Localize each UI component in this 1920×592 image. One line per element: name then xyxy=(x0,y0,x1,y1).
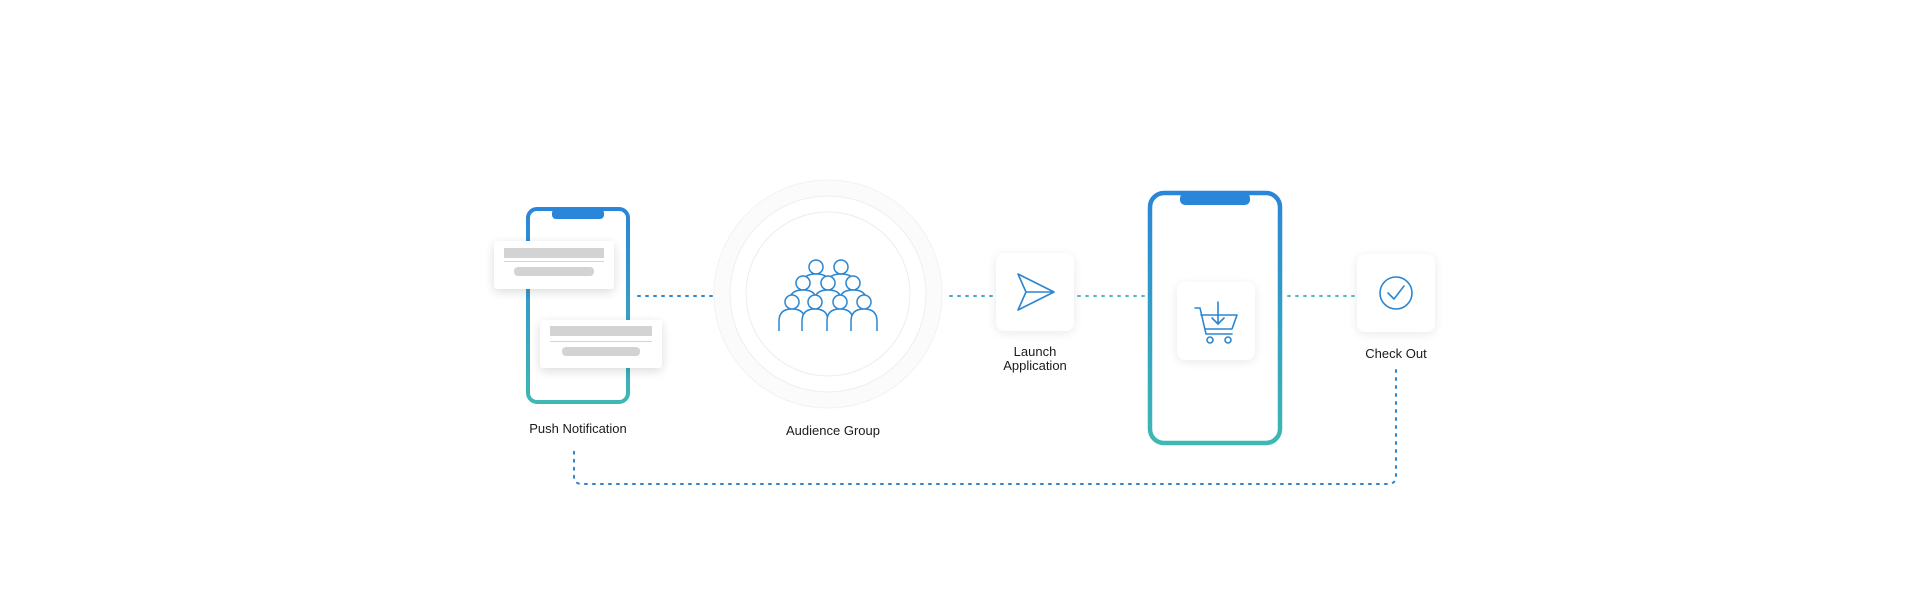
paper-plane-icon xyxy=(1017,273,1055,311)
notification-card-bottom xyxy=(540,320,662,368)
cart-tile xyxy=(1177,282,1255,360)
notification-card-top xyxy=(494,241,614,289)
label-push-notification: Push Notification xyxy=(529,421,627,436)
label-audience-group: Audience Group xyxy=(786,423,880,438)
label-check-out: Check Out xyxy=(1365,346,1427,361)
connector-return-loop xyxy=(573,369,1397,485)
checkmark-circle-icon xyxy=(1379,276,1413,310)
checkout-tile xyxy=(1357,254,1435,332)
label-launch-application: Launch Application xyxy=(1003,344,1067,373)
launch-tile xyxy=(996,253,1074,331)
cart-download-icon xyxy=(1194,301,1238,344)
